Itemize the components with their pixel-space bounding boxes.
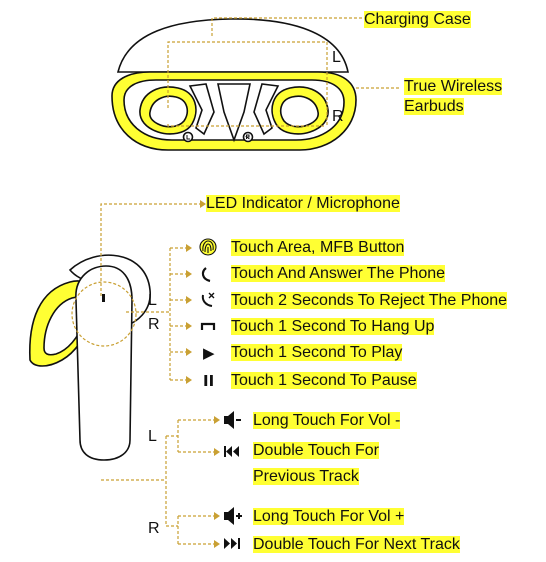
charging-case-illustration [111, 18, 357, 151]
play-icon: ▶ [203, 344, 215, 362]
phone-answer-icon [201, 267, 211, 283]
right-group-marker: R [148, 520, 160, 537]
touch-answer-label: Touch And Answer The Phone [231, 265, 446, 282]
arrowheads [186, 200, 220, 548]
previous-track-icon [224, 446, 239, 457]
case-right-marker: R [332, 108, 344, 125]
vol-down-label: Long Touch For Vol - [253, 412, 401, 429]
earbuds-label-line2: Earbuds [404, 98, 464, 115]
speaker-minus-icon [224, 411, 241, 429]
led-indicator-label: LED Indicator / Microphone [206, 195, 400, 212]
next-track-label: Double Touch For Next Track [253, 536, 460, 553]
phone-hangup-icon [200, 322, 216, 330]
case-leader-lines [167, 17, 400, 127]
case-left-marker: L [332, 49, 341, 66]
vol-up-label: Long Touch For Vol + [253, 508, 405, 525]
earbud-left-marker: L [148, 292, 157, 309]
earbud-illustration [29, 254, 151, 461]
pause-icon: II [203, 372, 215, 390]
touch-play-label: Touch 1 Second To Play [231, 344, 403, 361]
phone-reject-icon [201, 292, 215, 307]
previous-track-label-line1: Double Touch For [253, 442, 379, 459]
speaker-plus-icon [224, 507, 242, 525]
left-group-marker: L [148, 428, 157, 445]
touch-pause-label: Touch 1 Second To Pause [231, 372, 417, 389]
earbuds-label-line1: True Wireless [404, 78, 503, 95]
touch-hangup-label: Touch 1 Second To Hang Up [231, 318, 435, 335]
earbud-right-marker: R [148, 316, 160, 333]
next-track-icon [224, 538, 240, 549]
touch-area-label: Touch Area, MFB Button [231, 239, 405, 256]
earbud-leader-lines [100, 203, 214, 545]
charging-case-label: Charging Case [364, 11, 471, 28]
touch-reject-label: Touch 2 Seconds To Reject The Phone [231, 292, 508, 309]
previous-track-label-line2: Previous Track [253, 468, 359, 485]
fingerprint-icon [199, 238, 217, 256]
